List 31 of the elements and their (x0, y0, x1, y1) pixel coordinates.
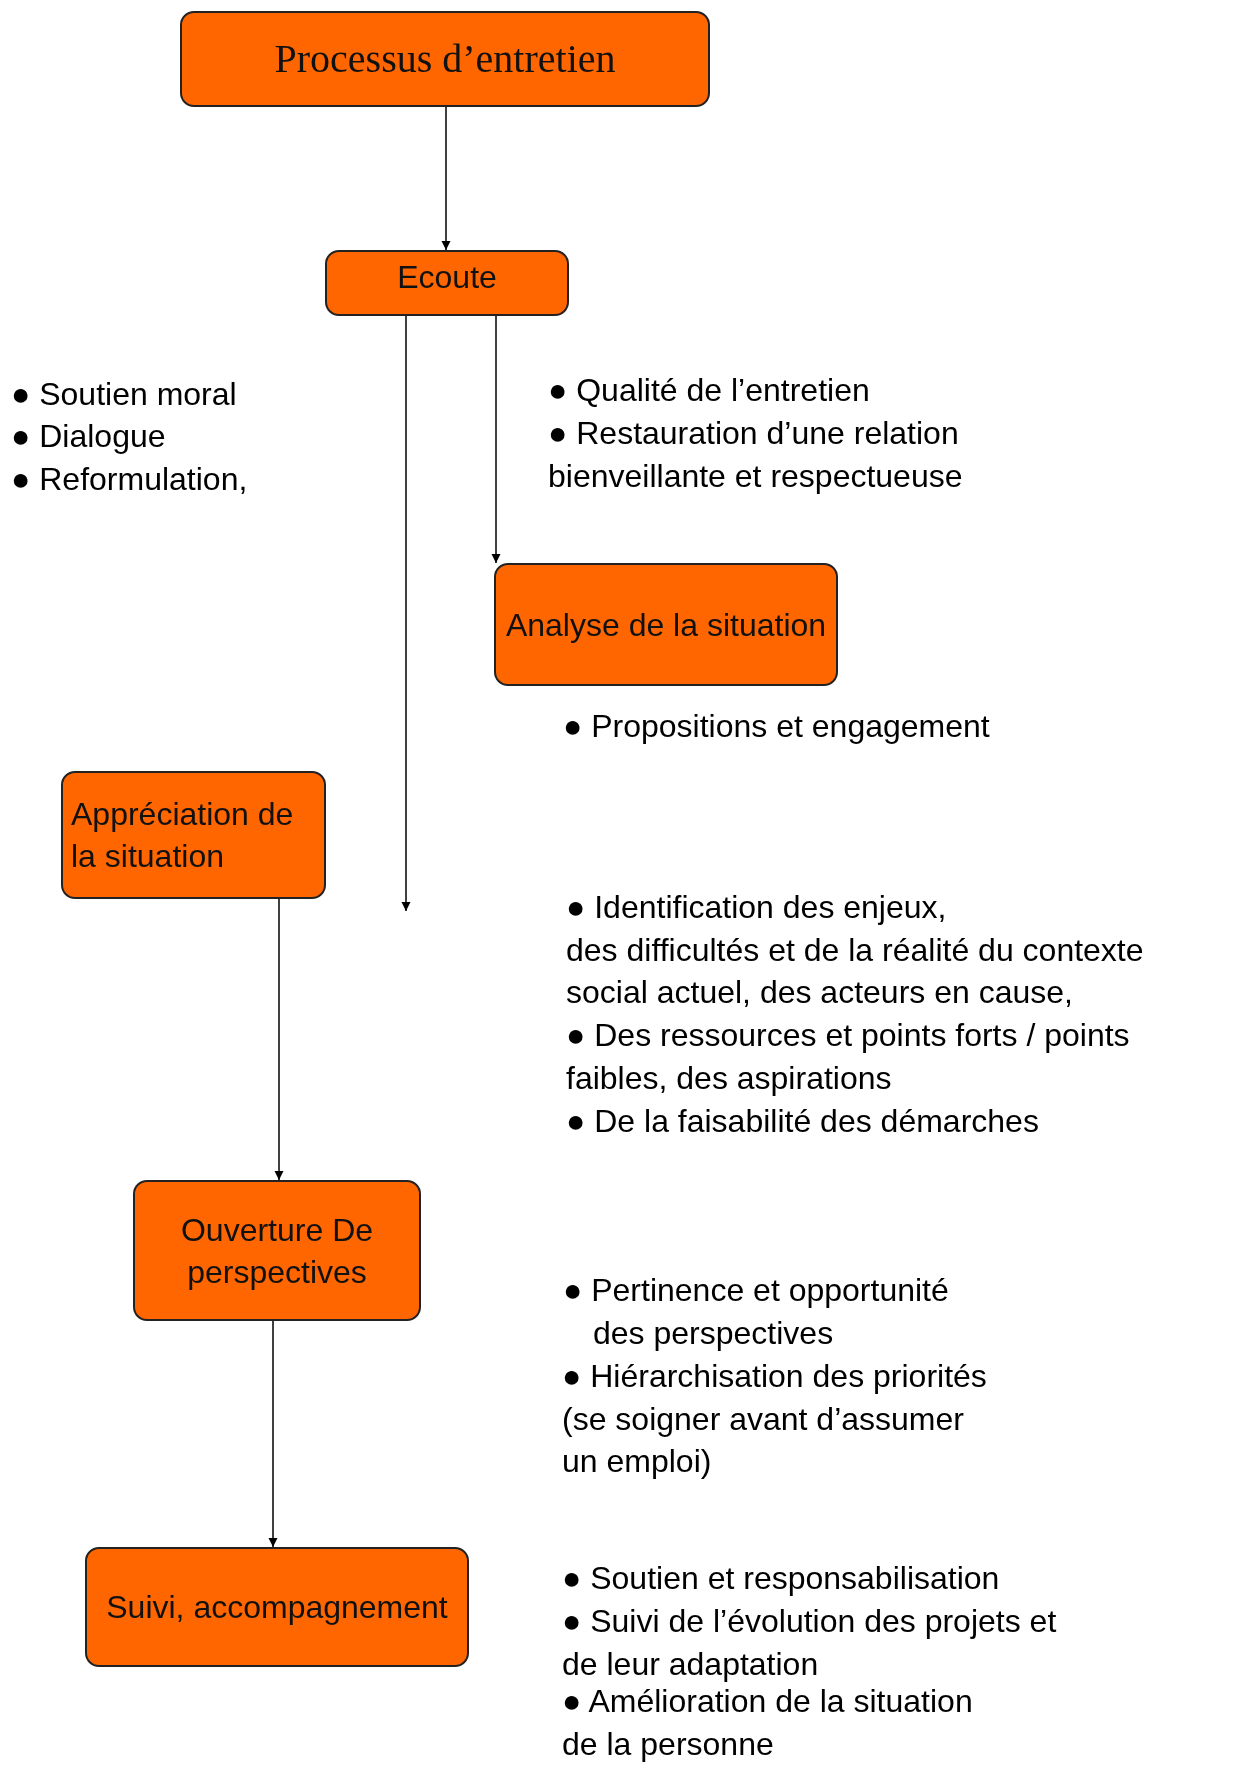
process-box (61, 771, 326, 899)
arrow (491, 315, 501, 564)
bullet-text: ● Pertinence et opportunité des perspectives (563, 1271, 949, 1353)
node-label: Appréciation de la situation (71, 795, 295, 876)
node-label: Ouverture De perspectives (179, 1210, 375, 1292)
process-box (133, 1180, 421, 1321)
bullet-text: ● Amélioration de la situation de la personne (562, 1682, 973, 1764)
process-box (494, 563, 838, 686)
process-box (325, 250, 569, 316)
bullet-text: ● Reformulation, (11, 460, 248, 499)
bullet-text: ● Qualité de l’entretien (548, 371, 870, 410)
bullet-text: ● Identification des enjeux, des difficultés et de la réalité du contexte social actuel, des acteurs en cause, (566, 888, 1144, 1012)
process-box (180, 11, 710, 107)
bullet-text: ● Soutien et responsabilisation (562, 1559, 1000, 1598)
arrow (401, 315, 411, 912)
bullet-text: ● De la faisabilité des démarches (566, 1102, 1039, 1141)
node-label: Analyse de la situation (505, 605, 827, 645)
bullet-text: ● Soutien moral (11, 375, 237, 414)
bullet-text: ● Propositions et engagement (563, 707, 990, 746)
arrow (441, 106, 451, 251)
arrow (268, 1320, 278, 1548)
bullet-text: ● Des ressources et points forts / points faibles, des aspirations (566, 1016, 1130, 1098)
bullet-text: ● Restauration d’une relation bienveillante et respectueuse (548, 414, 963, 496)
bullet-text: ● Dialogue (11, 417, 166, 456)
node-label: Processus d’entretien (274, 38, 616, 80)
process-box (85, 1547, 469, 1667)
node-label: Suivi, accompagnement (106, 1588, 448, 1627)
bullet-text: ● Suivi de l’évolution des projets et de leur adaptation (562, 1602, 1057, 1684)
arrow (274, 898, 284, 1181)
node-label: Ecoute (397, 258, 497, 297)
bullet-text: ● Hiérarchisation des priorités (se soigner avant d’assumer un emploi) (562, 1357, 987, 1481)
